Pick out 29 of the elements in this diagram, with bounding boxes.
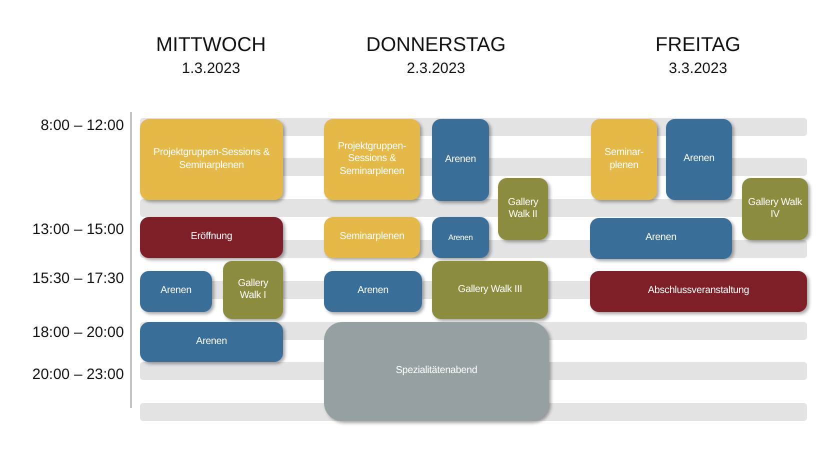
gallery-walk-block: Gallery Walk IV [742, 178, 808, 240]
gallery-walk-block: Gallery Walk III [432, 261, 548, 319]
time-label: 8:00 – 12:00 [40, 117, 124, 134]
evening-block: Spezialitätenabend [324, 322, 549, 421]
day-heading: MITTWOCH [155, 34, 267, 57]
day-heading: FREITAG [654, 34, 742, 57]
time-label: 18:00 – 20:00 [32, 324, 124, 341]
session-block: Projektgruppen-Sessions & Seminarplenen [324, 119, 420, 200]
gallery-walk-block: Gallery Walk I [223, 261, 283, 319]
arena-block: Arenen [324, 271, 422, 312]
arena-block: Arenen [432, 217, 489, 258]
arena-block: Arenen [140, 271, 212, 312]
session-block: Projektgruppen-Sessions & Seminarplenen [140, 119, 283, 200]
gallery-walk-block: Gallery Walk II [498, 178, 548, 240]
date-label: 3.3.2023 [668, 60, 728, 77]
date-label: 1.3.2023 [180, 60, 242, 77]
arena-block: Arenen [666, 119, 732, 200]
session-block: Seminar-plenen [591, 119, 657, 200]
time-label: 15:30 – 17:30 [32, 270, 124, 287]
arena-block: Arenen [590, 218, 732, 259]
time-label: 13:00 – 15:00 [32, 221, 124, 238]
time-label: 20:00 – 23:00 [32, 366, 124, 383]
date-label: 2.3.2023 [406, 60, 466, 77]
session-block: Seminarplenen [324, 217, 420, 258]
event-block: Abschlussveranstaltung [590, 271, 807, 312]
arena-block: Arenen [140, 322, 283, 362]
day-heading: DONNERSTAG [365, 34, 507, 57]
event-block: Eröffnung [140, 217, 283, 258]
arena-block: Arenen [432, 119, 489, 201]
